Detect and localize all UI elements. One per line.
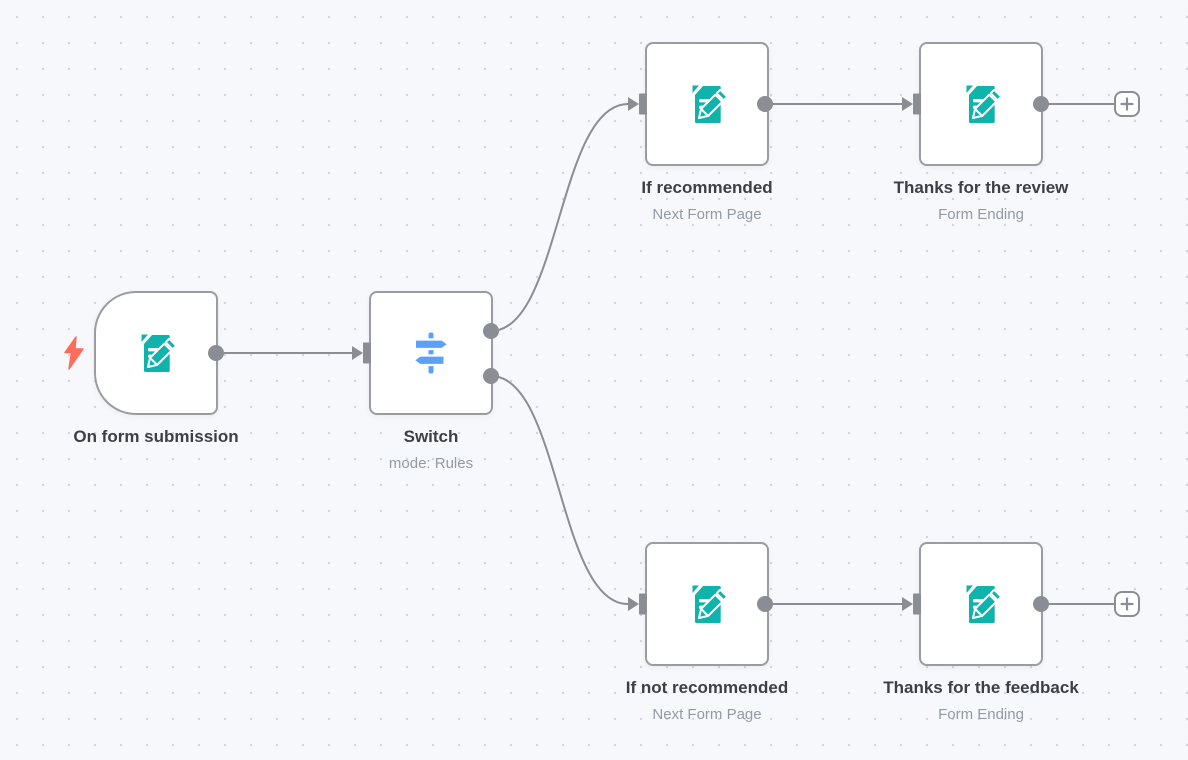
- node-switch[interactable]: Switch mode: Rules: [369, 291, 493, 472]
- node-thanks-for-the-review[interactable]: Thanks for the review Form Ending: [894, 42, 1068, 223]
- node-if-recommended[interactable]: If recommended Next Form Page: [641, 42, 773, 223]
- add-node-button[interactable]: [1114, 591, 1140, 617]
- node-on-form-submission[interactable]: On form submission: [64, 291, 239, 446]
- node-label: Switch: [403, 427, 459, 446]
- edge-switch-to-if-recommended: [490, 103, 629, 332]
- node-sublabel: Form Ending: [938, 706, 1024, 723]
- node-body[interactable]: [645, 42, 769, 166]
- node-body[interactable]: [369, 291, 493, 415]
- lightning-bolt-icon: [64, 336, 84, 370]
- node-label: If recommended: [641, 178, 773, 197]
- plus-icon: [1120, 97, 1134, 111]
- node-label: On form submission: [73, 427, 239, 446]
- node-label: Thanks for the feedback: [883, 678, 1079, 697]
- node-sublabel: Form Ending: [938, 206, 1024, 223]
- node-body[interactable]: [919, 42, 1043, 166]
- form-document-pencil-icon: [966, 85, 1002, 123]
- form-document-pencil-icon: [966, 585, 1002, 623]
- signpost-icon: [412, 332, 450, 374]
- node-body[interactable]: [645, 542, 769, 666]
- form-document-pencil-icon: [141, 334, 177, 372]
- add-node-button[interactable]: [1114, 91, 1140, 117]
- node-sublabel: Next Form Page: [652, 206, 762, 223]
- node-label: Thanks for the review: [893, 178, 1069, 197]
- plus-icon: [1120, 597, 1134, 611]
- edge-switch-to-if-not-recommended: [490, 375, 629, 605]
- form-document-pencil-icon: [692, 585, 728, 623]
- node-body[interactable]: [94, 291, 218, 415]
- node-body[interactable]: [919, 542, 1043, 666]
- node-if-not-recommended[interactable]: If not recommended Next Form Page: [626, 542, 788, 723]
- node-sublabel: Next Form Page: [652, 706, 762, 723]
- node-label: If not recommended: [625, 678, 789, 697]
- node-sublabel: mode: Rules: [388, 455, 474, 472]
- form-document-pencil-icon: [692, 85, 728, 123]
- node-thanks-for-the-feedback[interactable]: Thanks for the feedback Form Ending: [883, 542, 1079, 723]
